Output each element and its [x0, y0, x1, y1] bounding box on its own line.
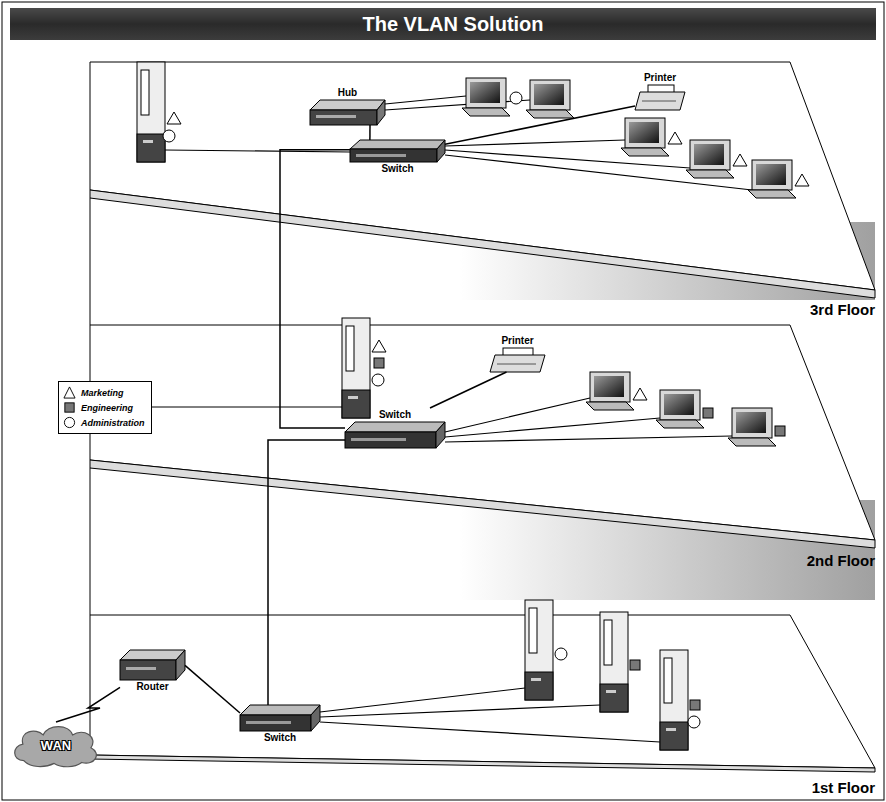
switch-device: Switch: [240, 705, 320, 745]
switch-icon: [350, 140, 445, 162]
title-bar: The VLAN Solution: [10, 8, 876, 40]
switch-device: Switch: [350, 140, 445, 176]
device-label: Hub: [336, 86, 359, 100]
legend-symbol: [63, 416, 76, 429]
router-device: Router: [120, 650, 185, 694]
desktop-computer: [686, 140, 747, 178]
device-label: Switch: [379, 162, 415, 176]
device-label: Printer: [499, 334, 535, 348]
switch-icon: [345, 422, 445, 448]
legend-symbol: [63, 401, 76, 414]
legend-symbol: [63, 386, 76, 399]
floor-slab: [90, 62, 875, 298]
square-symbol: [65, 403, 74, 412]
desktop-computer: [462, 78, 522, 116]
cloud-path: [15, 727, 97, 767]
floor-label: 2nd Floor: [807, 552, 875, 570]
server-tower: [525, 600, 567, 700]
printer-icon: [635, 85, 685, 110]
printer-icon: [490, 348, 545, 372]
network-link: [430, 372, 507, 408]
wan-cloud: WAN: [10, 722, 102, 768]
floor-slab: [90, 325, 875, 548]
network-link: [56, 687, 120, 722]
icon-space: [635, 85, 685, 110]
legend-text: Engineering: [81, 402, 133, 414]
network-link: [268, 440, 345, 705]
diagram-title: The VLAN Solution: [342, 13, 543, 36]
network-link: [185, 665, 240, 713]
label-row: Switch: [345, 408, 445, 422]
device-label: Switch: [262, 731, 298, 745]
legend-text: Administration: [81, 417, 145, 429]
label-row: Switch: [240, 731, 320, 745]
device-label: WAN: [39, 737, 73, 754]
server-tower: [137, 62, 181, 162]
label-row: Router: [120, 680, 185, 694]
router-icon: [120, 650, 185, 680]
server-tower: [600, 612, 640, 712]
device-label: Printer: [642, 71, 678, 85]
printer-device: Printer: [635, 71, 685, 110]
icon-space: [490, 348, 545, 372]
legend-row: Administration: [63, 415, 145, 430]
icon-space: [120, 650, 185, 680]
floor-label: 1st Floor: [812, 779, 875, 797]
desktop-computer: [526, 80, 574, 118]
legend-row: Engineering: [63, 400, 145, 415]
desktop-computer: [621, 118, 682, 156]
legend-text: Marketing: [81, 387, 124, 399]
label-row: Printer: [635, 71, 685, 85]
legend-box: MarketingEngineeringAdministration: [58, 381, 152, 434]
triangle-symbol: [64, 387, 75, 398]
hub-device: Hub: [310, 86, 385, 125]
icon-space: [345, 422, 445, 448]
network-link: [445, 106, 635, 144]
network-link: [369, 125, 371, 140]
network-link: [280, 150, 350, 428]
desktop-computer: [656, 390, 713, 428]
printer-device: Printer: [490, 334, 545, 372]
floor-label: 3rd Floor: [810, 301, 875, 319]
label-row: Hub: [310, 86, 385, 100]
server-tower: [660, 650, 700, 750]
circle-symbol: [64, 417, 74, 427]
label-row: WAN: [39, 737, 73, 754]
switch-icon: [240, 705, 320, 731]
desktop-computer: [748, 160, 809, 198]
device-label: Switch: [377, 408, 413, 422]
desktop-computer: [728, 408, 785, 446]
label-row: Printer: [490, 334, 545, 348]
hub-icon: [310, 100, 385, 125]
legend-row: Marketing: [63, 385, 145, 400]
server-tower: [342, 318, 386, 418]
device-label: Router: [134, 680, 170, 694]
icon-space: [310, 100, 385, 125]
label-row: Switch: [350, 162, 445, 176]
icon-space: [240, 705, 320, 731]
desktop-computer: [586, 372, 647, 410]
switch-device: Switch: [345, 408, 445, 448]
icon-space: [350, 140, 445, 162]
floor-slab: [90, 615, 875, 772]
